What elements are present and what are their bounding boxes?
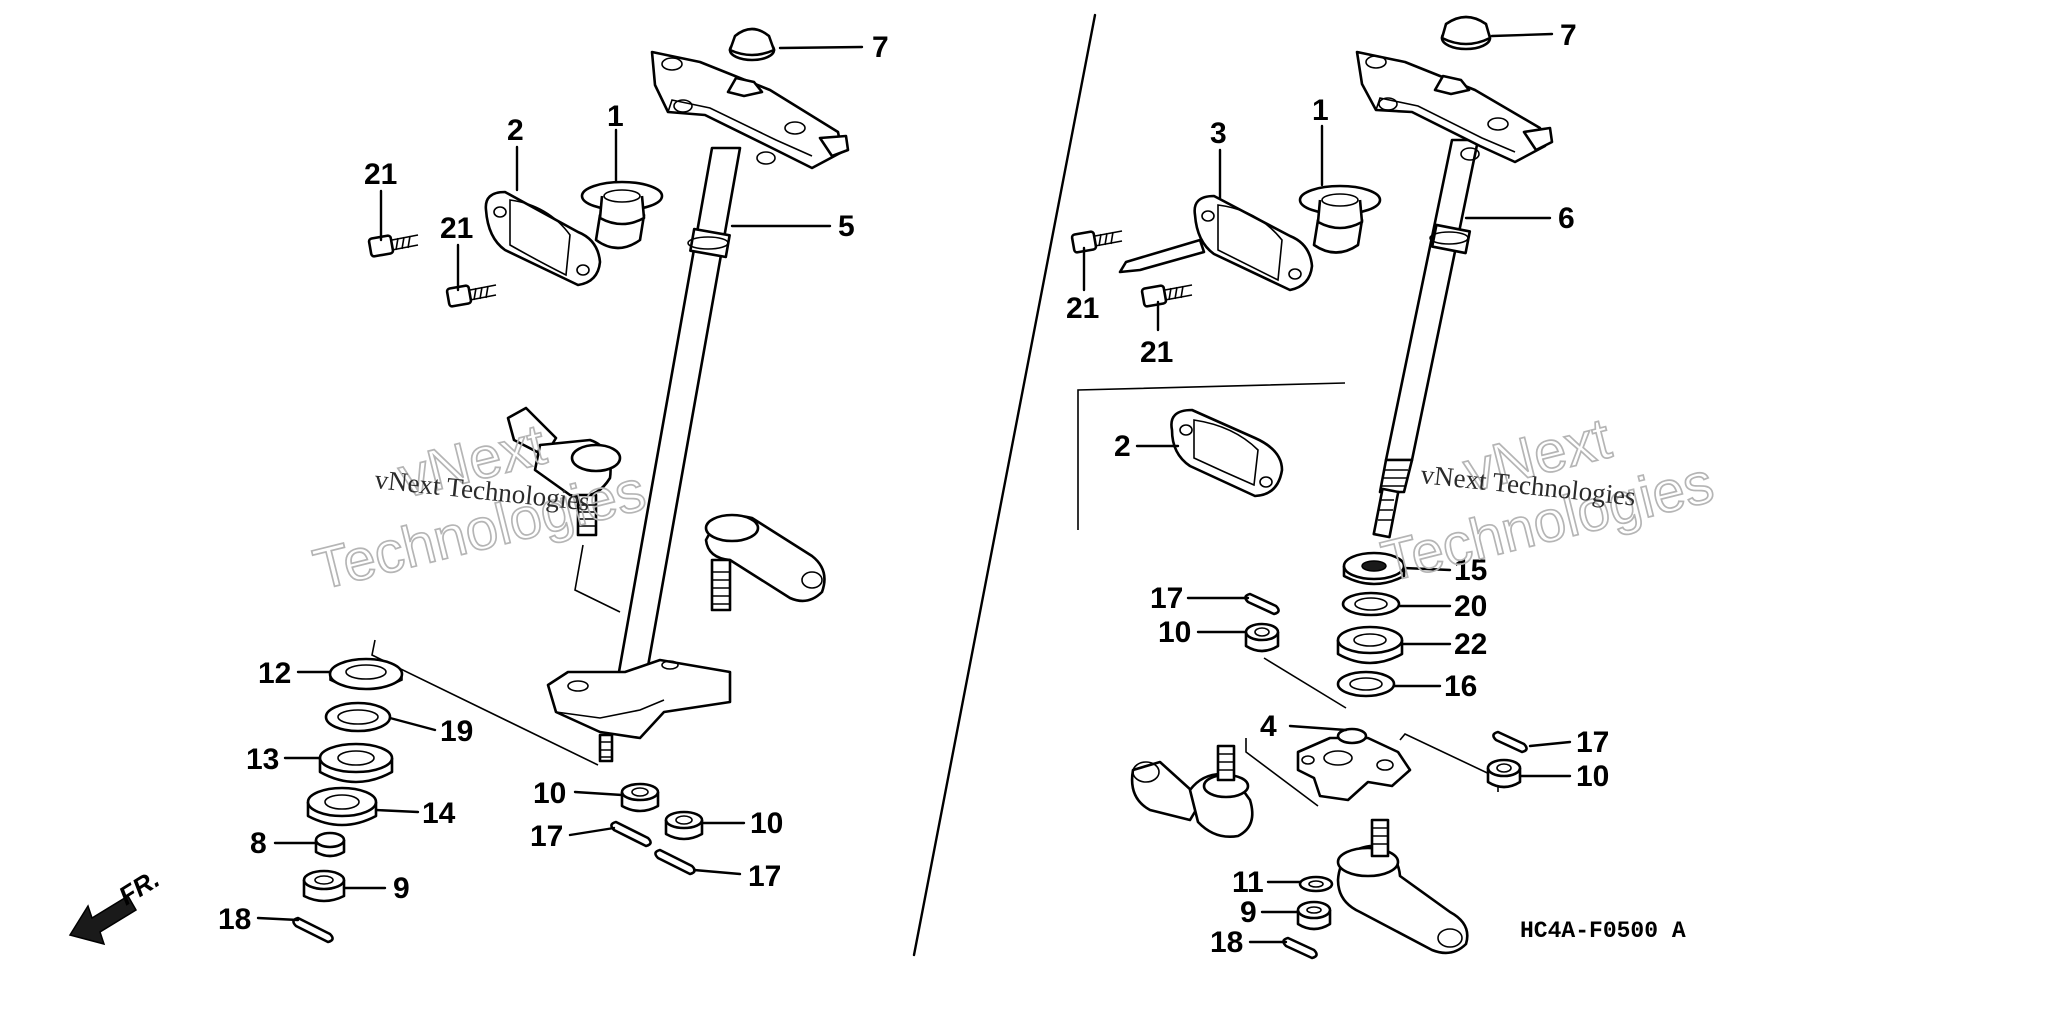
- label-21d: 21: [1140, 336, 1173, 369]
- tie-rod-end-lower: [704, 513, 826, 612]
- watermark-left: vNext Technologies vNext Technologies: [307, 411, 653, 604]
- label-11: 11: [1232, 866, 1264, 899]
- label-14: 14: [422, 797, 456, 830]
- label-10a: 10: [533, 777, 566, 810]
- oil-seal-12: [328, 657, 404, 691]
- label-17c: 17: [1150, 582, 1183, 615]
- label-9-right: 9: [1240, 896, 1257, 929]
- steering-shaft-6: [1372, 138, 1480, 539]
- label-2-right: 2: [1114, 430, 1131, 463]
- flange-bolt-21c: [1070, 230, 1123, 254]
- label-10c: 10: [1158, 616, 1191, 649]
- leader-bracket-arm-right: [1399, 733, 1499, 792]
- cotter-pin-17a: [610, 820, 652, 848]
- grommet-7: [728, 27, 776, 62]
- cotter-pin-17d: [1492, 730, 1528, 754]
- nut-10c: [1244, 622, 1280, 653]
- label-7-right: 7: [1560, 19, 1577, 52]
- bearing-13: [318, 742, 394, 784]
- flange-bolt-21d: [1140, 284, 1193, 308]
- left-leader-lines: [256, 45, 864, 922]
- washer-11: [1298, 875, 1334, 893]
- steering-shaft-5: [612, 146, 742, 702]
- leader-bracket-upper: [574, 544, 621, 613]
- bushing-1-right: [1298, 184, 1382, 254]
- steering-arm-4: [1296, 727, 1412, 802]
- shaft-holder-3: [1118, 194, 1314, 292]
- label-5: 5: [838, 210, 855, 243]
- grommet-7-right: [1440, 15, 1492, 51]
- label-21a: 21: [364, 158, 397, 191]
- flange-bolt-21a: [367, 234, 419, 258]
- label-7: 7: [872, 31, 889, 64]
- label-13: 13: [246, 743, 279, 776]
- top-bracket: [650, 50, 850, 170]
- right-part-labels: 7 1 3 6 21 21 2 17 10 15 20 22 16 4 17 1…: [1066, 19, 1609, 959]
- shaft-holder-2-inset: [1170, 408, 1284, 498]
- top-bracket-right: [1355, 50, 1554, 164]
- leader-line-nut-to-arm: [1263, 657, 1347, 709]
- cotter-pin-18-right: [1282, 936, 1318, 960]
- nut-10b: [664, 810, 704, 841]
- label-2: 2: [507, 114, 524, 147]
- label-3: 3: [1210, 117, 1227, 150]
- tie-rod-end-right-a: [1130, 744, 1254, 838]
- label-21c: 21: [1066, 292, 1099, 325]
- right-assembly: 7 1 3 6 21 21 2 17 10 15 20 22 16 4 17 1…: [1066, 15, 1609, 960]
- inset-frame: [1077, 382, 1346, 530]
- label-1-right: 1: [1312, 94, 1329, 127]
- leader-bracket-arm-left: [1245, 738, 1319, 807]
- label-16: 16: [1444, 670, 1477, 703]
- left-part-labels: 7 1 2 5 21 21 12 19 13 14 8 9 18 10 10 1…: [218, 31, 889, 936]
- label-19: 19: [440, 715, 473, 748]
- label-9: 9: [393, 872, 410, 905]
- cotter-pin-17c: [1244, 592, 1280, 616]
- nut-10d: [1486, 758, 1522, 789]
- washer-20: [1341, 591, 1401, 617]
- bushing-1: [580, 180, 664, 250]
- label-8: 8: [250, 827, 267, 860]
- label-6: 6: [1558, 202, 1575, 235]
- seal-16: [1336, 670, 1396, 698]
- label-22: 22: [1454, 628, 1487, 661]
- panel-divider: [912, 13, 1097, 957]
- watermark-right: vNext Technologies vNext Technologies: [1375, 405, 1721, 596]
- leader-bracket-lower: [371, 639, 599, 766]
- nut-10a: [620, 782, 660, 813]
- label-17d: 17: [1576, 726, 1609, 759]
- flange-bolt-21b: [445, 284, 497, 308]
- label-1: 1: [607, 100, 624, 133]
- label-17a: 17: [530, 820, 563, 853]
- label-10d: 10: [1576, 760, 1609, 793]
- seal-19: [324, 701, 392, 733]
- shaft-holder-2: [484, 190, 602, 287]
- label-18: 18: [218, 903, 251, 936]
- right-leader-lines: [1082, 32, 1572, 944]
- tie-rod-end-upper: [506, 406, 622, 537]
- front-direction-arrow: FR.: [68, 863, 165, 946]
- label-10b: 10: [750, 807, 783, 840]
- label-17b: 17: [748, 860, 781, 893]
- steering-arm-lower: [546, 658, 732, 763]
- cotter-pin-17b: [654, 848, 696, 876]
- label-15: 15: [1454, 554, 1487, 587]
- castle-nut-9-right: [1296, 900, 1332, 931]
- left-assembly: FR. 7 1 2 5 21: [68, 27, 889, 946]
- diagram-code: HC4A-F0500 A: [1520, 918, 1686, 944]
- label-4: 4: [1260, 710, 1277, 743]
- label-21b: 21: [440, 212, 473, 245]
- tie-rod-end-right-b: [1336, 818, 1469, 955]
- cotter-pin-18: [292, 916, 334, 944]
- bearing-14: [306, 786, 378, 827]
- bearing-22: [1336, 625, 1404, 665]
- label-20: 20: [1454, 590, 1487, 623]
- label-12: 12: [258, 657, 291, 690]
- collar-8: [314, 831, 346, 858]
- oil-seal-15: [1342, 551, 1406, 586]
- label-18-right: 18: [1210, 926, 1243, 959]
- castle-nut-9: [302, 869, 346, 903]
